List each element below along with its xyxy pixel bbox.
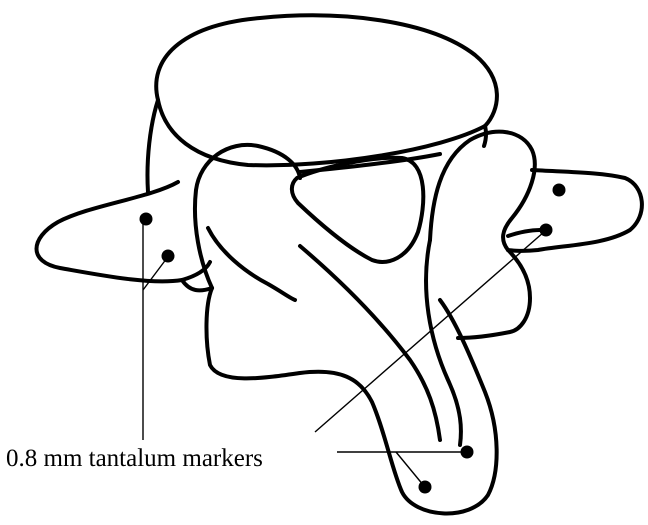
leader-line-bottom-tip [396,452,424,486]
vertebral-body-right-wall [484,126,486,146]
marker-label: 0.8 mm tantalum markers [6,446,263,471]
vertebral-foramen [292,158,423,262]
tantalum-marker [140,213,153,226]
right-transverse-process [430,132,642,338]
left-transverse-process [37,182,213,290]
tantalum-marker [162,250,175,263]
tantalum-marker [461,446,474,459]
tantalum-marker [419,481,432,494]
spinous-process-left-edge [300,246,440,440]
tantalum-marker [553,184,566,197]
left-lamina-inner-edge [208,228,295,300]
right-transverse-process-lower [458,250,530,338]
leader-line-left-lower [143,258,167,290]
tantalum-marker [540,224,553,237]
vertebral-body-top [156,15,497,165]
vertebral-body [147,15,496,192]
spinous-process-center-line [426,240,461,445]
left-transverse-process-outline [37,182,211,281]
vertebral-body-left-wall [147,100,158,192]
right-inner-edge [508,230,540,236]
right-transverse-process-outline [508,170,642,251]
